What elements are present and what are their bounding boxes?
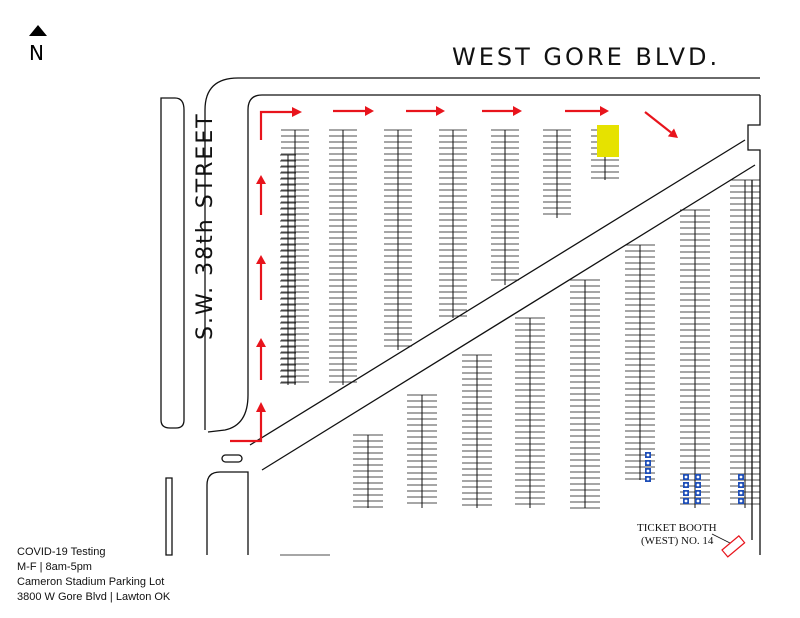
wheelchair-icon [683,490,689,496]
ticket-booth-label-line1: TICKET BOOTH [637,522,717,534]
wheelchair-icon [683,482,689,488]
arrow-icon [482,106,522,116]
arrow-icon [644,111,678,138]
parking-row [353,434,383,508]
wheelchair-icon [695,474,701,480]
wheelchair-icon [645,452,651,458]
wheelchair-icon [645,476,651,482]
parking-row [280,154,296,385]
parking-row [543,129,571,218]
arrow-icon [565,106,609,116]
north-arrow-icon [29,25,47,36]
testing-area-highlight [597,125,619,157]
parking-row [439,129,467,318]
north-indicator: N [29,25,47,65]
north-label: N [29,41,44,65]
parking-row [407,394,437,508]
arrow-icon [256,338,266,380]
arrow-icon [333,106,374,116]
ticket-booth-label-line2: (WEST) NO. 14 [641,535,714,547]
ticket-booth: TICKET BOOTH (WEST) NO. 14 [637,522,746,558]
route-arrows [230,106,678,443]
street-label-north: WEST GORE BLVD. [452,43,720,71]
parking-row [570,279,600,509]
wheelchair-icon [738,498,744,504]
parking-row [680,209,710,508]
arrow-icon [259,107,302,140]
ticket-booth-leader [711,533,731,544]
parking-row [730,179,760,508]
info-location: Cameron Stadium Parking Lot [17,576,165,588]
wheelchair-icon [683,498,689,504]
parking-rows-northwest [280,129,619,385]
parking-row [329,129,357,385]
road-outlines [160,77,761,556]
parking-row [491,129,519,285]
arrow-icon [230,402,266,443]
parking-rows-southeast [353,179,760,509]
parking-row [515,317,545,508]
wheelchair-icon [738,482,744,488]
wheelchair-icon [645,468,651,474]
info-hours: M-F | 8am-5pm [17,561,92,573]
wheelchair-icon [645,460,651,466]
accessible-parking-spaces [645,452,744,504]
parking-row [462,354,492,508]
wheelchair-icon [683,474,689,480]
arrow-icon [406,106,445,116]
testing-info: COVID-19 Testing M-F | 8am-5pm Cameron S… [17,545,170,605]
wheelchair-icon [738,474,744,480]
wheelchair-icon [695,498,701,504]
arrow-icon [256,255,266,300]
parking-row [625,244,655,480]
ticket-booth-icon [721,535,746,558]
arrow-icon [256,175,266,215]
wheelchair-icon [695,490,701,496]
parking-row [281,129,309,385]
info-address: 3800 W Gore Blvd | Lawton OK [17,591,171,603]
info-title: COVID-19 Testing [17,546,106,558]
parking-row [384,129,412,350]
wheelchair-icon [738,490,744,496]
wheelchair-icon [695,482,701,488]
